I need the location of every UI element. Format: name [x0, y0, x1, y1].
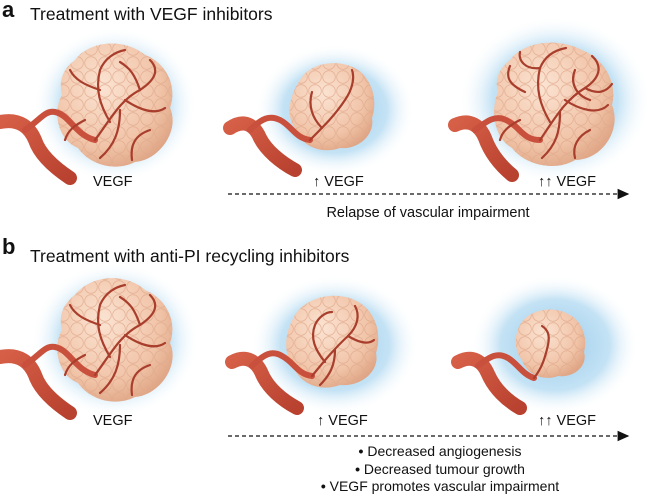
panel-b-tumour-3 — [451, 275, 639, 415]
panel-b-bullet-3: VEGF promotes vascular impairment — [250, 478, 630, 496]
panel-a-tumour-1 — [0, 27, 197, 185]
panel-b-tumour-2 — [225, 275, 419, 415]
panel-b-bullet-list: Decreased angiogenesis Decreased tumour … — [250, 443, 630, 496]
panel-a-tumour-2 — [223, 44, 415, 177]
panel-b-bullet-2: Decreased tumour growth — [250, 461, 630, 479]
panel-a-letter: a — [2, 0, 15, 22]
panel-a-arrow-caption: Relapse of vascular impairment — [326, 205, 530, 221]
panel-b-tumour-1 — [0, 262, 199, 420]
panel-a-label-1: VEGF — [93, 174, 133, 190]
panel-b-label-3: ↑↑ VEGF — [538, 413, 597, 429]
panel-a-tumour-3 — [448, 16, 651, 184]
panel-a-title: Treatment with VEGF inhibitors — [30, 4, 273, 24]
panel-b-letter: b — [2, 234, 16, 259]
panel-b-bullet-1: Decreased angiogenesis — [250, 443, 630, 461]
panel-a-label-3: ↑↑ VEGF — [538, 174, 597, 190]
panel-a-label-2: ↑ VEGF — [313, 174, 364, 190]
panel-b-label-2: ↑ VEGF — [317, 413, 368, 429]
panel-b-label-1: VEGF — [93, 413, 133, 429]
panel-b-title: Treatment with anti-PI recycling inhibit… — [30, 246, 350, 266]
